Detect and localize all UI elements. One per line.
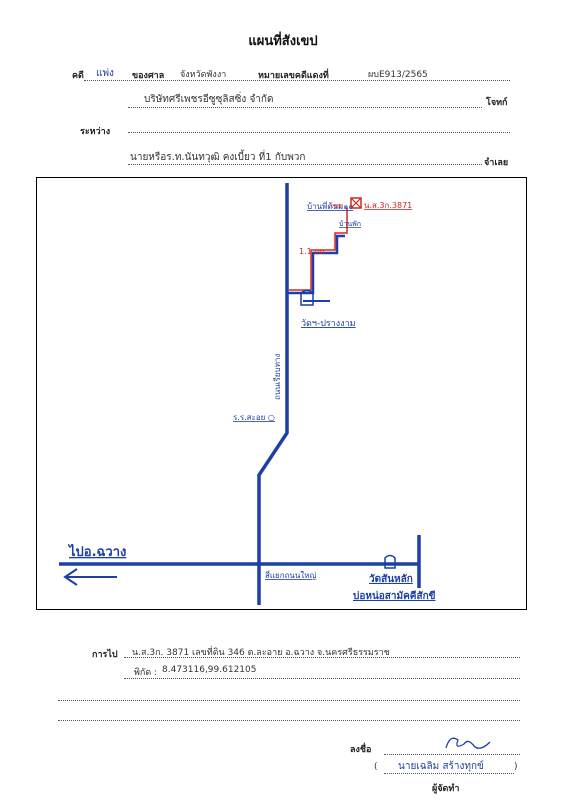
coords-label: พิกัด : (134, 668, 158, 678)
destination-line2: บ่อหน่อสามัคคีสักขี (353, 590, 436, 602)
house-mark-label: น.ส.3ก.3871 (364, 201, 412, 210)
sign-dotline (384, 754, 520, 755)
signer-dotline (384, 773, 514, 774)
header-dotline (84, 80, 510, 81)
route-dotline-4 (58, 720, 520, 721)
main-road (257, 183, 289, 605)
vertical-road-label: ถนนเรียบทาง (273, 354, 282, 400)
signature-mark (445, 737, 491, 749)
small-label: บ้านพัก (339, 220, 361, 228)
court-name: จังหวัดพังงา (180, 70, 227, 80)
sign-label: ลงชื่อ (350, 745, 372, 755)
defendant-dotline (128, 164, 482, 165)
defendant-role: จำเลย (484, 158, 509, 168)
map-frame: บ้านพี่ด้นม๑๐ เขต น.ส.3ก.3871 บ้านพัก 1.… (36, 177, 527, 610)
map-drawing: บ้านพี่ด้นม๑๐ เขต น.ส.3ก.3871 บ้านพัก 1.… (59, 183, 436, 605)
plaintiff-role: โจทก์ (486, 98, 508, 108)
signer-role: ผู้จัดทำ (432, 784, 460, 794)
route-label: การไป (92, 650, 118, 660)
destination-line1: วัดสันหลัก (369, 573, 413, 585)
signer-close: ) (514, 762, 518, 772)
coords-value: 8.473116,99.612105 (162, 665, 257, 675)
junction-label: สี่แยกถนนใหญ่ (265, 569, 317, 580)
left-poi-label: ร.ร.สะอย ○ (233, 413, 275, 422)
red-case-no: ผบE913/2565 (368, 70, 428, 80)
court-label: ของศาล (132, 71, 165, 81)
house-prefix-label: เขต (331, 202, 343, 210)
route-text: น.ส.3ก. 3871 เลขที่ดิน 346 ต.ละอาย อ.ฉวา… (132, 648, 390, 658)
plaintiff-dotline (128, 107, 482, 108)
route-dotline-1 (124, 657, 520, 658)
signer-open: ( (374, 762, 378, 772)
destination-icon (384, 554, 396, 569)
distance-label: 1.1 กม. (299, 247, 327, 256)
between-label: ระหว่าง (80, 127, 111, 137)
red-case-label: หมายเลขคดีแดงที่ (258, 71, 329, 81)
house-marker (350, 197, 362, 209)
signer-name: นายเฉลิม สร้างทุกข์ (398, 761, 484, 772)
defendant-name: นายหรือร.ท.นันทวุฒิ คงเบี้ยว ที่1 กับพวก (130, 152, 306, 163)
temple-icon (300, 289, 314, 306)
case-label: คดี (72, 71, 84, 81)
route-dotline-3 (58, 700, 520, 701)
top-place-label: บ้านพี่ด้นม๑๐ (307, 200, 353, 211)
go-to-label: ไปอ.ฉวาง (67, 543, 126, 560)
between-dotline (128, 132, 510, 133)
plaintiff-name: บริษัทศรีเพชรอีซูซุลิสซิ่ง จำกัด (144, 94, 274, 105)
case-type: แพ่ง (96, 68, 114, 79)
route-line (289, 208, 348, 291)
temple-school-label: วัดฯ-ปรางงาม (301, 319, 356, 329)
branch-road (287, 234, 345, 295)
page-title: แผนที่สังเขป (248, 34, 318, 49)
route-dotline-2 (124, 678, 520, 679)
